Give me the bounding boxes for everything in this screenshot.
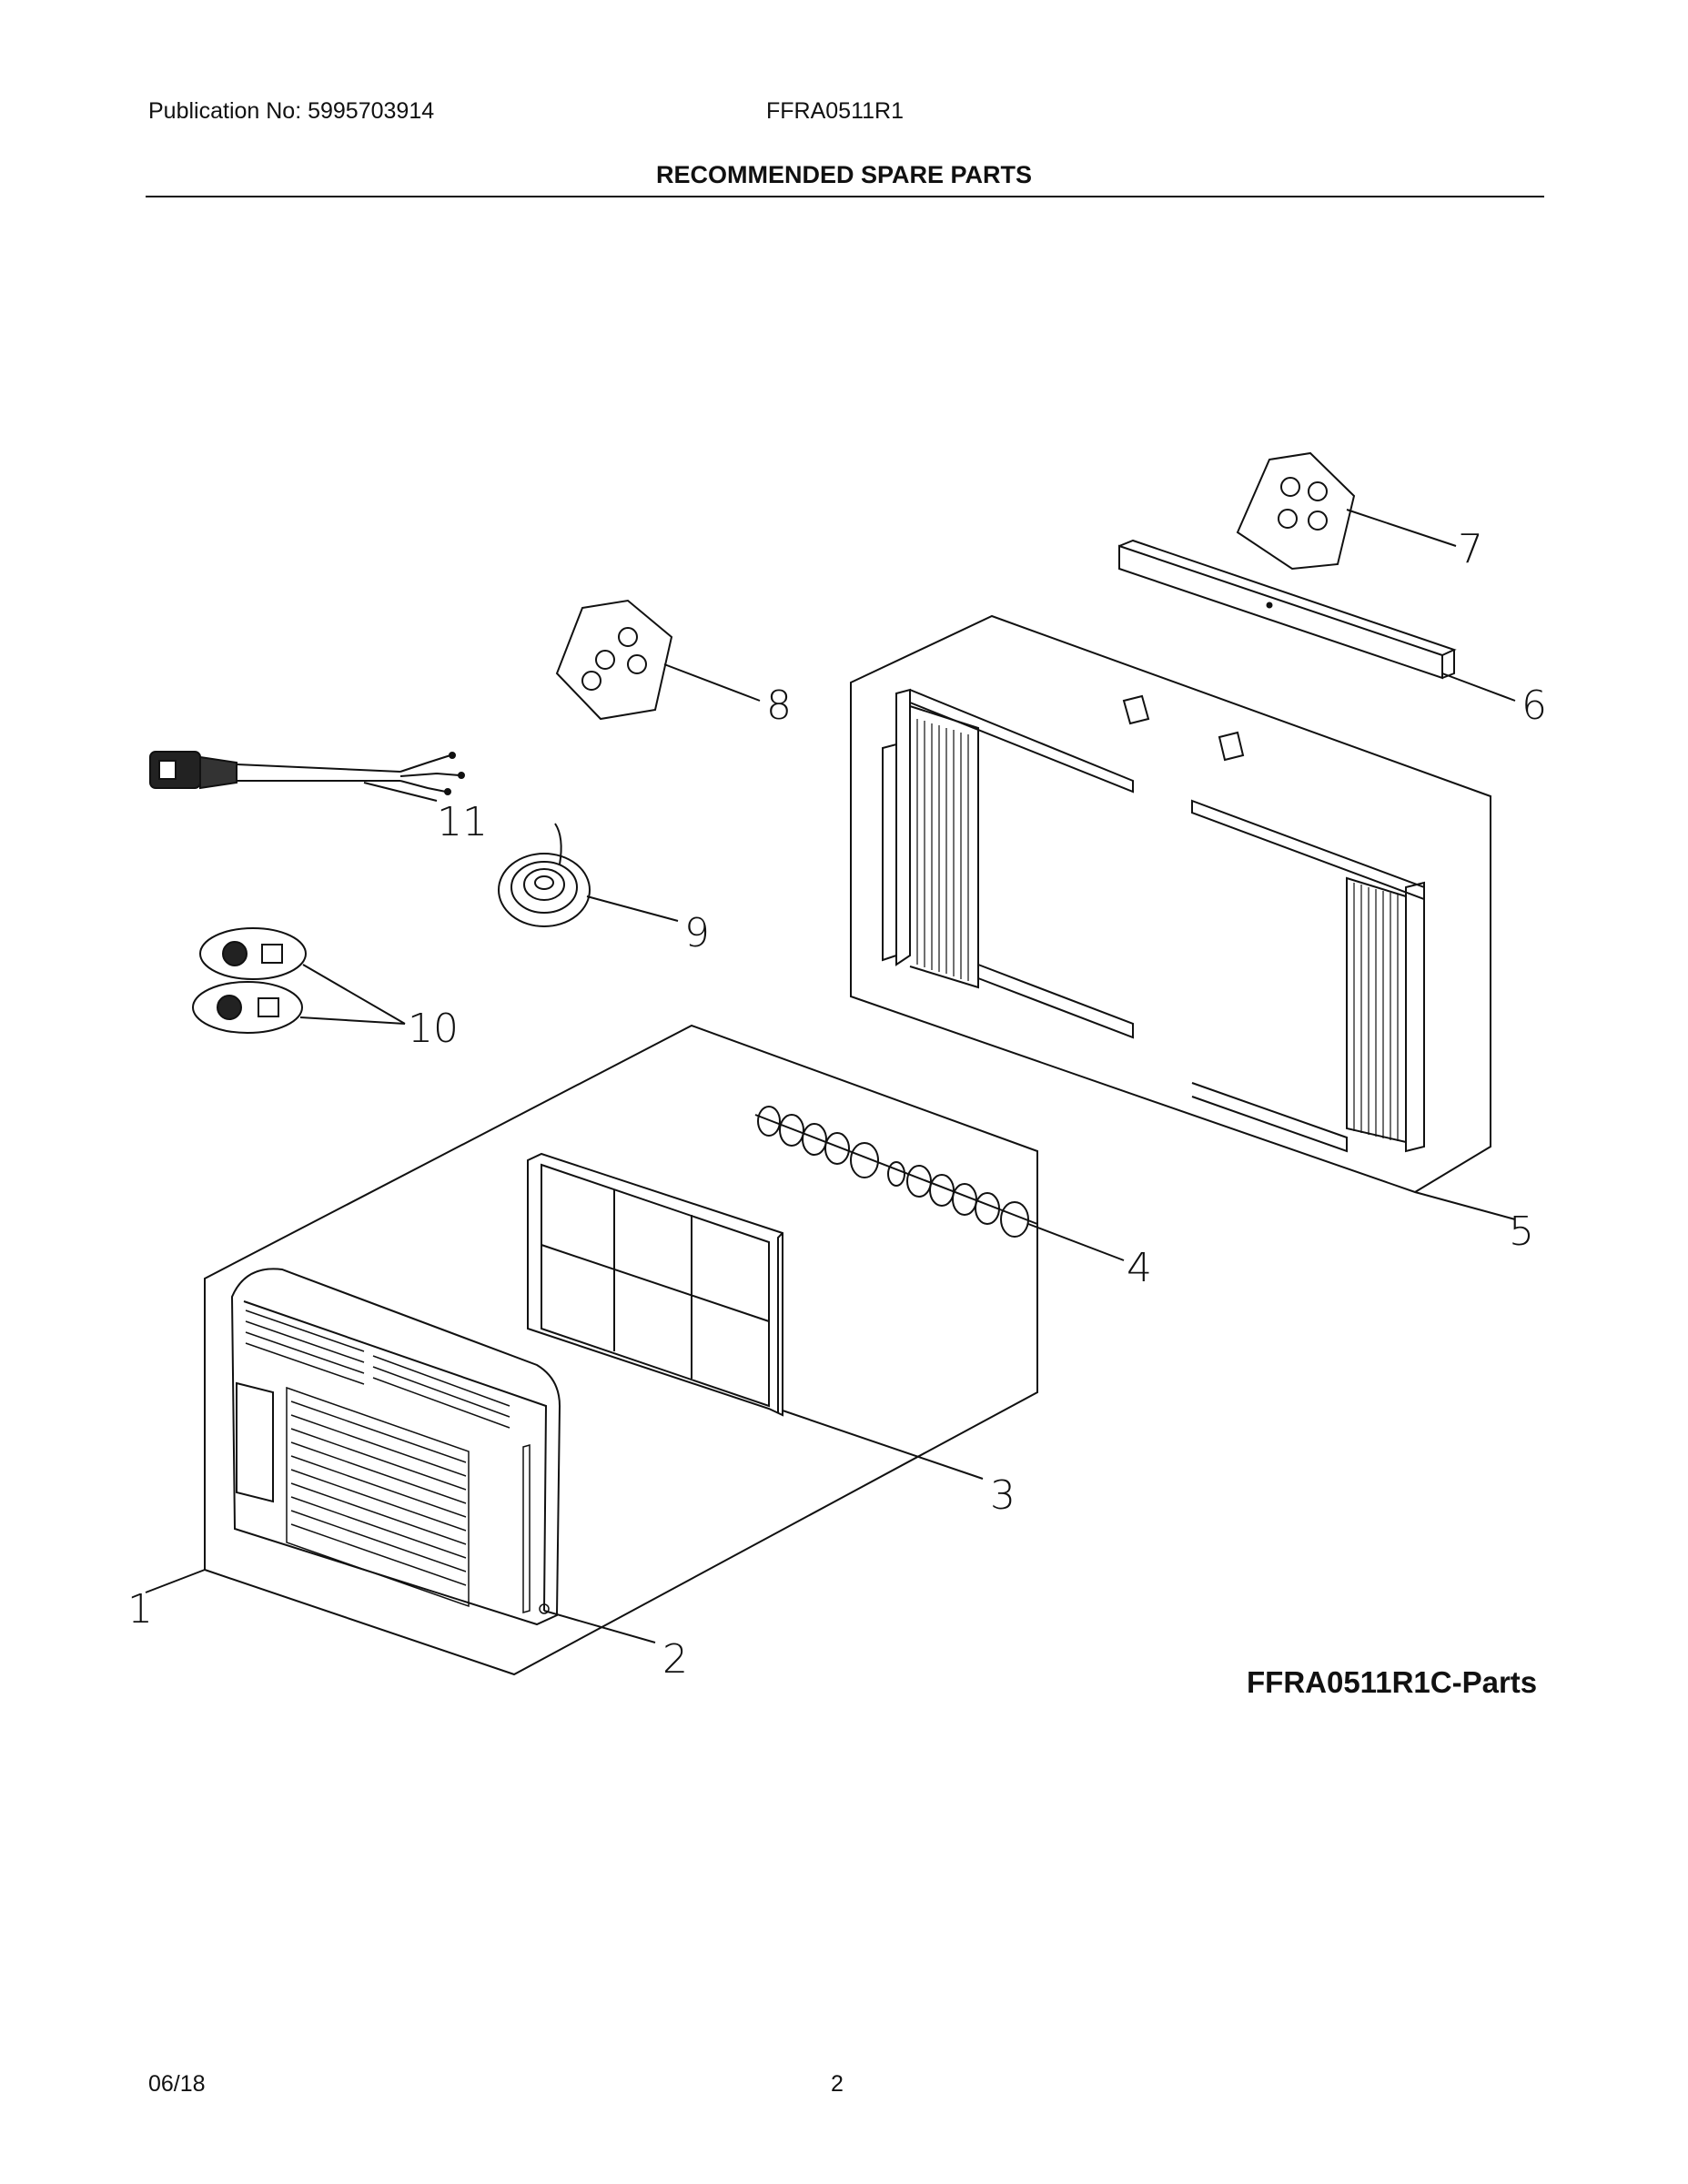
leader-line-1: [145, 1569, 206, 1593]
callout-9: 9: [684, 910, 710, 956]
callout-3: 3: [990, 1472, 1016, 1519]
leader-line-6: [1441, 672, 1516, 702]
publication-number: Publication No: 5995703914: [148, 98, 435, 124]
leader-line-5: [1414, 1191, 1516, 1220]
window-kit-group-outline: [850, 614, 1491, 1194]
front-panel-icon: [230, 1268, 561, 1626]
leader-line-9: [586, 895, 679, 922]
callout-11: 11: [437, 799, 488, 845]
power-cord-icon: [149, 751, 465, 795]
screw-bag-icon: [1236, 451, 1356, 571]
model-number: FFRA0511R1: [766, 98, 904, 124]
leader-line-11: [363, 782, 438, 802]
callout-6: 6: [1521, 682, 1547, 729]
knob-shaft-icon: [754, 1106, 1038, 1238]
callout-5: 5: [1509, 1208, 1534, 1255]
callout-7: 7: [1458, 526, 1483, 572]
leader-line-8: [663, 663, 761, 702]
leader-line-7: [1346, 509, 1457, 547]
callout-8: 8: [766, 682, 792, 729]
footer-date: 06/18: [148, 2071, 206, 2097]
page-number: 2: [831, 2071, 844, 2097]
front-grille-icon: [286, 1386, 550, 1614]
screw-bag-icon: [555, 599, 673, 721]
top-rail-icon: [1118, 539, 1457, 680]
callout-4: 4: [1127, 1245, 1152, 1291]
window-kit-icon: [882, 688, 1425, 1153]
callout-10: 10: [408, 1006, 459, 1052]
leader-line-10: [299, 964, 406, 1025]
parts-diagram-label: FFRA0511R1C-Parts: [1247, 1665, 1538, 1699]
callout-1: 1: [127, 1586, 153, 1633]
callout-2: 2: [662, 1636, 688, 1683]
leader-line-4: [1027, 1223, 1125, 1261]
leader-line-2: [543, 1610, 656, 1643]
header-divider: [146, 196, 1544, 197]
page-title: RECOMMENDED SPARE PARTS: [655, 161, 1033, 188]
leader-line-3: [782, 1410, 984, 1480]
control-knob-icon: [192, 927, 307, 1034]
foam-seal-roll-icon: [498, 823, 591, 927]
air-filter-icon: [527, 1152, 783, 1417]
